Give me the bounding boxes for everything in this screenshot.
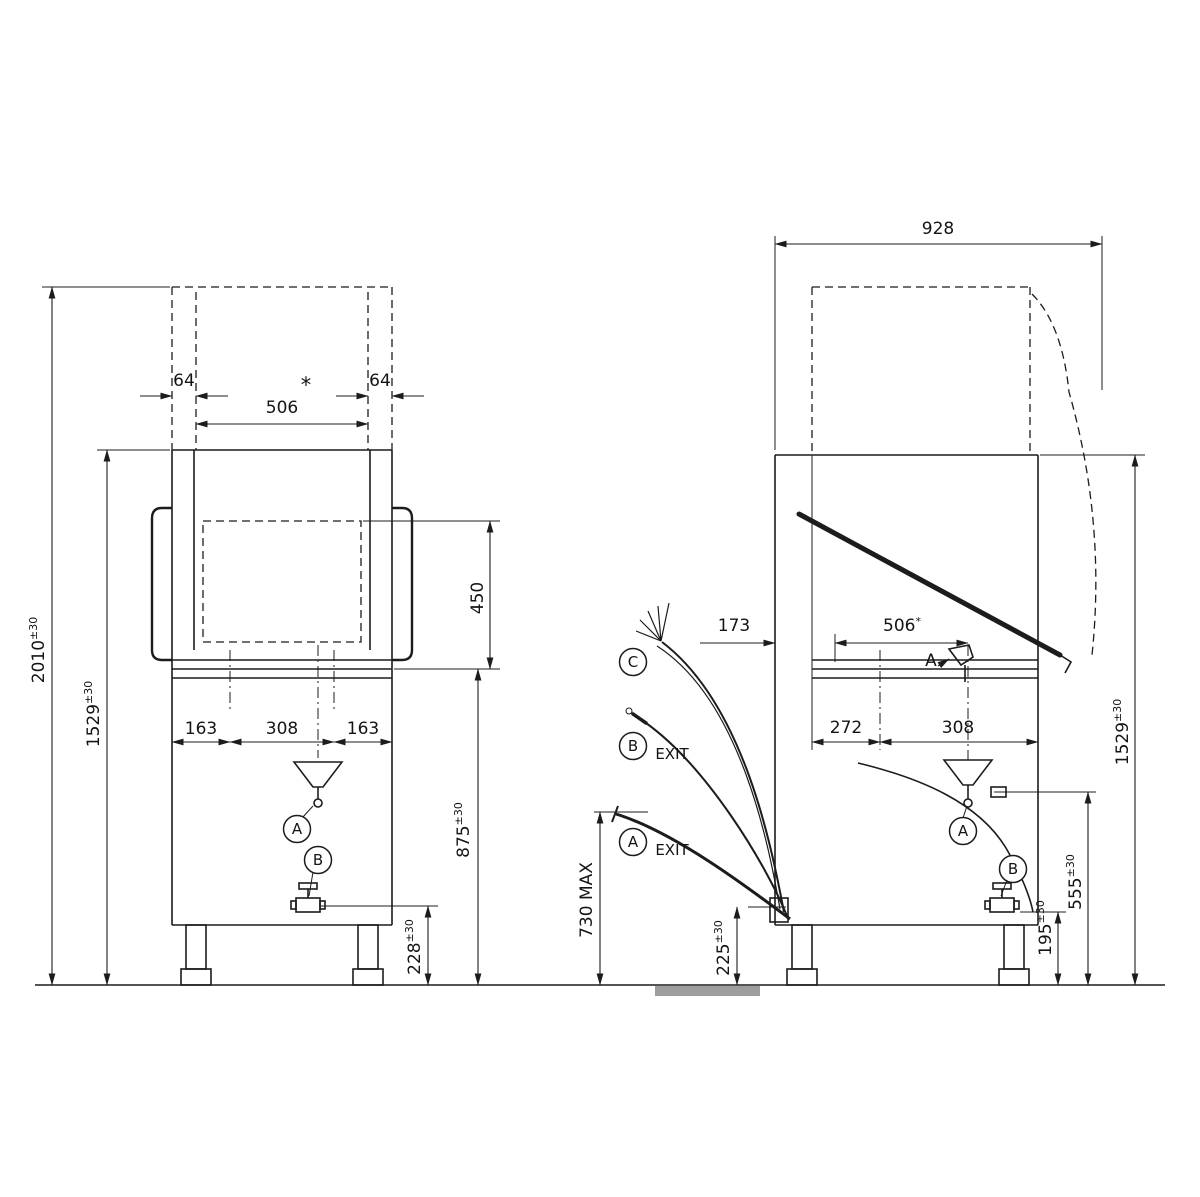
- callout-a-exit-side: A EXIT: [618, 827, 690, 859]
- legs-front: [180, 924, 384, 986]
- dim-drain-hose-max-label: 730 MAX: [577, 862, 597, 938]
- svg-text:A: A: [628, 833, 639, 851]
- exit-label-b: EXIT: [655, 745, 689, 763]
- callout-leaders-front: [301, 805, 314, 897]
- dim-opening-height-label: 450: [468, 582, 488, 614]
- extension-lines-front: [42, 286, 500, 907]
- hood-handles-front: [150, 506, 414, 662]
- svg-text:A: A: [958, 822, 969, 840]
- drain-valve-front: [290, 882, 326, 913]
- dim-wall-left-label: 64: [173, 371, 195, 391]
- drain-hose-a-end: [611, 805, 619, 823]
- wash-opening-dashed: [202, 520, 362, 643]
- hood-handle-bar-side: [796, 511, 1063, 658]
- electric-cable-c: [661, 641, 785, 913]
- drain-hose-a: [615, 812, 791, 921]
- callout-b-exit-side: B EXIT: [618, 731, 690, 763]
- svg-text:B: B: [313, 851, 323, 869]
- dim-cable-exit-height-label: 225±30: [712, 920, 734, 976]
- ground-shadow: [655, 986, 760, 996]
- machine-body-side: [774, 454, 1039, 926]
- dim-wall-right-label: 64: [369, 371, 391, 391]
- dim-back-offset-label: 173: [718, 616, 750, 636]
- callout-leaders-side: [962, 805, 1008, 897]
- callout-c-side: C: [618, 647, 648, 677]
- svg-text:B: B: [1008, 860, 1018, 878]
- dim-opening-width-label: 506: [266, 398, 298, 418]
- cable-frayed-end: [635, 602, 670, 642]
- centerlines-side: [879, 645, 969, 760]
- extension-lines-side: [594, 236, 1145, 913]
- legs-side: [786, 924, 1030, 986]
- dim-drain-valve-height-label: 228±30: [403, 919, 425, 975]
- svg-text:C: C: [628, 653, 638, 671]
- dim-funnel-height-label: 555±30: [1064, 854, 1086, 910]
- dim-opening-depth-label: 506*: [883, 615, 921, 636]
- dim-counter-height-label: 875±30: [452, 802, 474, 858]
- hose-b-end: [625, 707, 633, 715]
- callout-a-front: A: [282, 814, 312, 844]
- dim-total-depth-label: 928: [922, 219, 954, 239]
- dim-hood-closed-height-side-label: 1529±30: [1111, 699, 1133, 765]
- side-view: [611, 286, 1097, 986]
- dim-span-front-label: 308: [942, 718, 974, 738]
- inlet-a-label: A: [925, 651, 937, 671]
- callout-a-side: A: [948, 816, 978, 846]
- footnote-star: *: [301, 373, 312, 397]
- svg-text:A: A: [292, 820, 303, 838]
- dim-center-label: 308: [266, 719, 298, 739]
- electric-cable-c-strand: [656, 645, 781, 910]
- tank-sump-curve: [857, 762, 1034, 913]
- raised-hood-dashed-side: [811, 286, 1031, 455]
- dim-offset-left-label: 163: [185, 719, 217, 739]
- dim-total-height-label: 2010±30: [27, 617, 49, 683]
- dim-span-back-label: 272: [830, 718, 862, 738]
- hose-b-connector: [631, 712, 648, 725]
- side-view-dimensions: 928 173 506* A 272 308 1529±30 730 MAX 2…: [577, 219, 1145, 986]
- water-hose-b: [645, 722, 788, 917]
- callout-b-front: B: [303, 845, 333, 875]
- dim-offset-right-label: 163: [347, 719, 379, 739]
- callout-b-side: B: [998, 854, 1028, 884]
- exit-label-a: EXIT: [655, 841, 689, 859]
- dim-hood-closed-height-label: 1529±30: [82, 681, 104, 747]
- machine-body-front: [171, 449, 393, 926]
- handle-swing-arc-dashed: [1031, 293, 1097, 656]
- front-view: [150, 286, 414, 986]
- drain-funnel-front: [292, 761, 344, 808]
- handle-hook: [1059, 654, 1073, 674]
- svg-text:B: B: [628, 737, 638, 755]
- connection-cables: [611, 602, 791, 921]
- raised-hood-dashed-front: [171, 286, 393, 450]
- dim-valve-height-label: 195±30: [1034, 900, 1056, 956]
- front-view-dimensions: 64 * 506 64 163 308 163 2010±30 1529±30 …: [27, 286, 500, 986]
